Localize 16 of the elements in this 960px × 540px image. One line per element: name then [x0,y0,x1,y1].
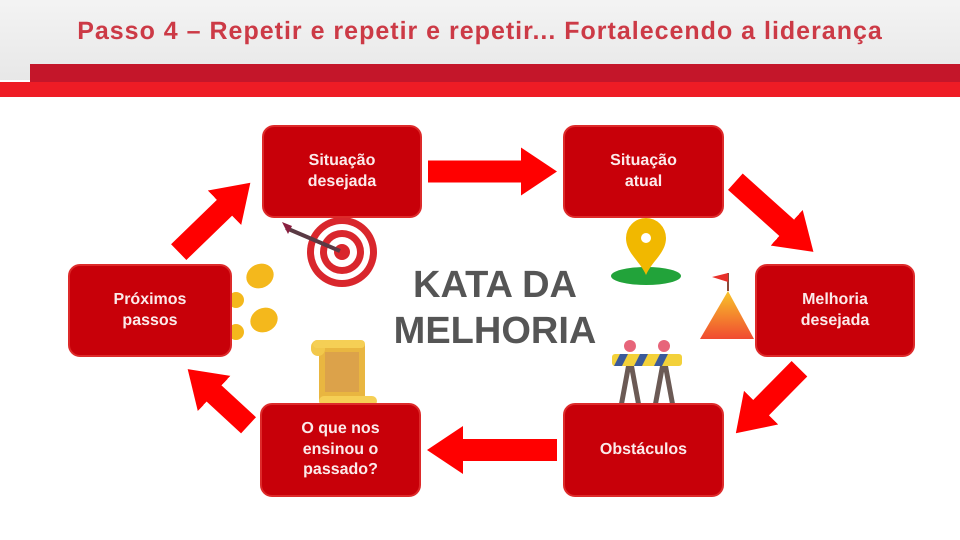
step-label: Próximos passos [112,290,188,330]
process-box [755,264,915,357]
step-label: Situação desejada [306,150,378,192]
process-box [68,264,232,357]
center-title: KATA DA MELHORIA [392,263,598,354]
process-box [563,125,724,218]
step-label: Obstáculos [600,440,688,460]
block-arrow [427,426,557,474]
slide-title: Passo 4 – Repetir e repetir e repetir... Fortalecendo a liderança [76,17,884,46]
step-label: Melhoria desejada [800,290,870,330]
process-box [262,125,422,218]
block-arrow [428,148,557,196]
process-box [260,403,421,497]
step-label: O que nos ensinou o passado? [300,418,381,480]
step-label: Situação atual [609,150,678,192]
process-box [563,403,724,497]
